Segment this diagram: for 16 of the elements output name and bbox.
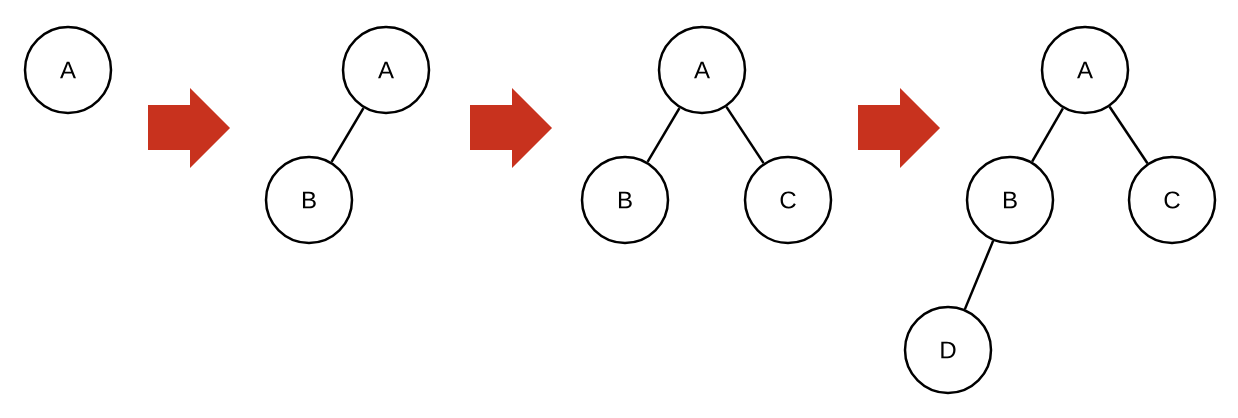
tree-edge: [1108, 106, 1149, 164]
tree-node: A: [1040, 25, 1130, 115]
tree-node: A: [341, 25, 431, 115]
tree-node: B: [965, 155, 1055, 245]
tree-node: C: [743, 155, 833, 245]
tree-node: D: [903, 305, 993, 395]
tree-edge: [646, 107, 681, 163]
tree-node: A: [657, 25, 747, 115]
tree-node: B: [264, 155, 354, 245]
tree-edge: [330, 107, 365, 163]
tree-node: C: [1127, 155, 1217, 245]
tree-node: A: [23, 25, 113, 115]
tree-edge: [725, 106, 765, 164]
tree-edge: [1031, 107, 1064, 163]
tree-edge: [963, 240, 995, 310]
tree-node: B: [580, 155, 670, 245]
